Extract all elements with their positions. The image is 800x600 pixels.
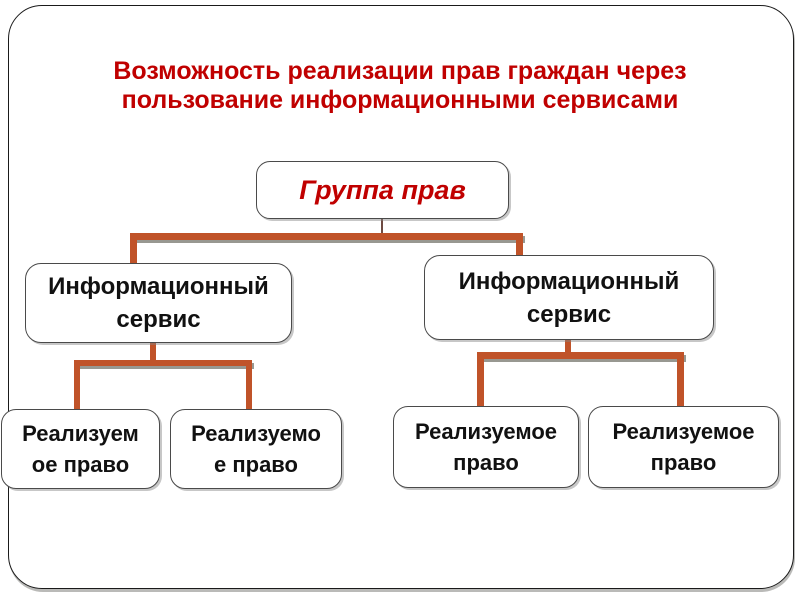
node-line: право bbox=[453, 450, 519, 475]
node-line: право bbox=[650, 450, 717, 475]
connector-right-child2-stub bbox=[677, 352, 684, 408]
group-rights-label: Группа прав bbox=[299, 174, 466, 205]
connector-right-group-stub bbox=[565, 337, 571, 356]
slide-title-line-1: Возможность реализации прав граждан чере… bbox=[113, 57, 687, 85]
realized-right-node-4: Реализуемое право bbox=[588, 406, 779, 488]
connector-right-group-bar bbox=[477, 352, 684, 359]
node-line: Реализуемое bbox=[612, 419, 755, 444]
slide-title-line-2: пользование информационными сервисами bbox=[121, 86, 679, 114]
node-line: е право bbox=[214, 452, 298, 477]
realized-right-node-3: Реализуемое право bbox=[393, 406, 579, 488]
group-rights-node: Группа прав bbox=[256, 161, 509, 219]
slide-title: Возможность реализации прав граждан чере… bbox=[0, 57, 800, 115]
connector-right-child1-stub bbox=[477, 352, 484, 406]
node-line: ое право bbox=[31, 452, 130, 477]
connector-level2-bar bbox=[130, 233, 523, 240]
node-line: Реализуемое bbox=[414, 419, 558, 444]
info-service-node-right: Информационный сервис bbox=[424, 255, 714, 340]
connector-left-child2-stub bbox=[246, 360, 252, 409]
connector-left-group-bar bbox=[74, 360, 252, 366]
node-line: сервис bbox=[116, 306, 201, 333]
realized-right-node-2: Реализуемо е право bbox=[170, 409, 342, 489]
connector-root-stub bbox=[381, 217, 383, 234]
realized-right-node-1: Реализуем ое право bbox=[1, 409, 160, 489]
connector-level2-right-stub bbox=[516, 233, 523, 256]
node-line: Информационный bbox=[48, 273, 269, 300]
node-line: Реализуем bbox=[22, 421, 139, 446]
connector-left-child1-stub bbox=[74, 360, 80, 409]
connector-left-group-stub bbox=[150, 340, 156, 362]
node-line: Информационный bbox=[458, 267, 680, 295]
node-line: Реализуемо bbox=[191, 421, 321, 446]
info-service-node-left: Информационный сервис bbox=[25, 263, 292, 343]
node-line: сервис bbox=[526, 300, 612, 328]
connector-level2-left-stub bbox=[130, 233, 137, 264]
